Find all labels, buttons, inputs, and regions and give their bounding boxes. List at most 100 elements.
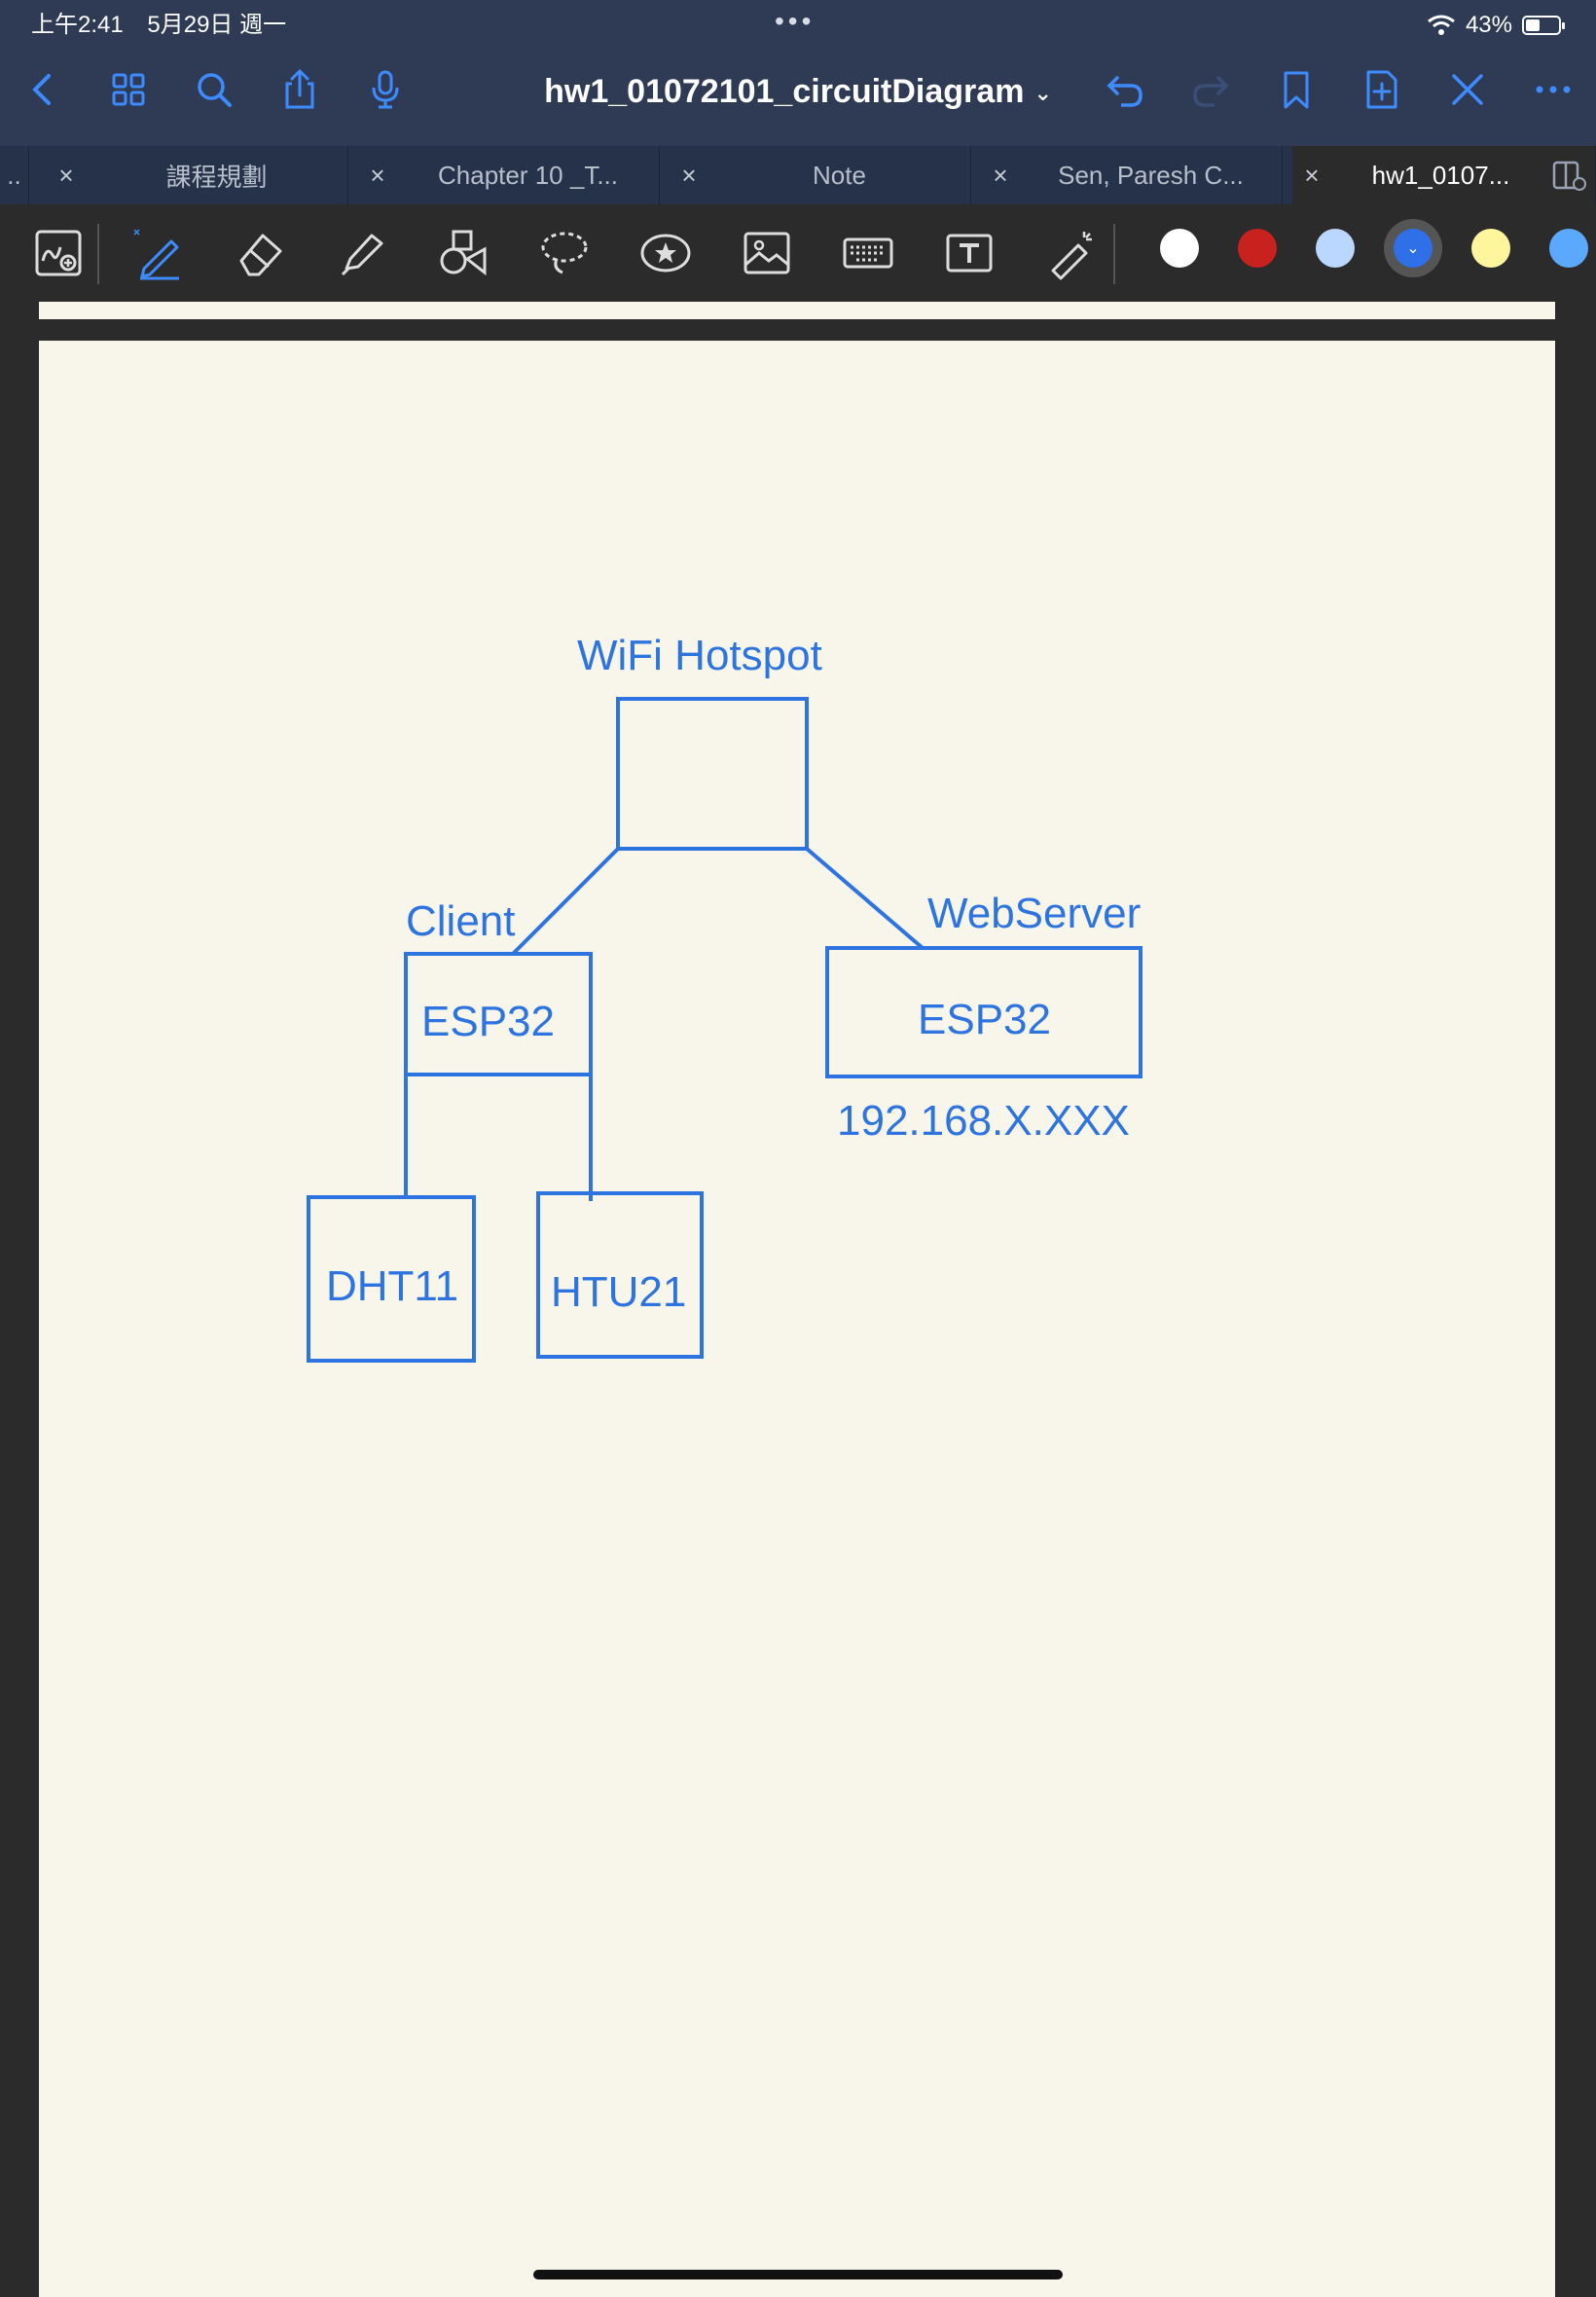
laser-pointer-icon	[1051, 232, 1092, 280]
image-icon	[744, 232, 790, 274]
tab-note[interactable]: × Note	[670, 146, 971, 204]
chevron-left-icon	[32, 74, 51, 105]
close-icon[interactable]: ×	[58, 160, 74, 190]
client-esp32-label: ESP32	[421, 998, 555, 1045]
hotspot-box	[616, 697, 809, 851]
color-swatch-yellow[interactable]	[1471, 229, 1510, 268]
highlighter-tool[interactable]	[331, 224, 393, 282]
circuit-diagram: WiFi Hotspot Client WebServer ESP32 ESP3…	[307, 632, 1143, 1363]
pen-cross-icon	[1452, 74, 1483, 105]
laser-pointer-tool[interactable]	[1039, 224, 1102, 282]
search-icon	[198, 73, 232, 107]
htu21-label: HTU21	[551, 1268, 686, 1316]
undo-button[interactable]	[1100, 64, 1150, 115]
eraser-icon	[239, 234, 282, 276]
pen-icon	[133, 229, 179, 280]
add-page-icon	[1366, 70, 1397, 109]
back-button[interactable]	[18, 64, 68, 115]
add-page-button[interactable]	[1357, 64, 1407, 115]
link-hotspot-server	[805, 847, 925, 950]
wifi-icon	[1428, 15, 1455, 35]
battery-percent: 43%	[1465, 12, 1512, 38]
lasso-tool[interactable]	[533, 224, 596, 282]
image-tool[interactable]	[736, 224, 798, 282]
tab-label: Chapter 10 _T...	[438, 160, 618, 190]
keyboard-tool[interactable]	[837, 224, 899, 282]
multitask-dots[interactable]: •••	[775, 6, 816, 36]
tab-overflow-label: ..	[7, 160, 21, 190]
battery-icon	[1522, 16, 1565, 35]
undo-icon	[1106, 76, 1143, 107]
tab-label: hw1_0107...	[1371, 160, 1510, 190]
share-icon	[285, 68, 314, 109]
tab-label: 課程規劃	[165, 162, 268, 192]
close-icon[interactable]: ×	[1304, 160, 1320, 190]
thumbnails-button[interactable]	[103, 64, 154, 115]
redo-button[interactable]	[1185, 64, 1236, 115]
htu21-box	[536, 1191, 704, 1359]
tab-bar: .. × 課程規劃 × Chapter 10 _T... × Note × Se…	[0, 146, 1596, 204]
tab-hw1[interactable]: × hw1_0107...	[1292, 146, 1596, 204]
more-button[interactable]	[1528, 64, 1578, 115]
elements-tool[interactable]	[635, 224, 697, 282]
eraser-tool[interactable]	[230, 224, 292, 282]
share-button[interactable]	[274, 64, 325, 115]
color-swatch-red[interactable]	[1238, 229, 1277, 268]
shapes-icon	[440, 230, 487, 276]
microphone-icon	[372, 70, 399, 109]
tab-sen-paresh[interactable]: × Sen, Paresh C...	[981, 146, 1283, 204]
color-swatch-light-blue[interactable]	[1316, 229, 1355, 268]
text-box-icon	[946, 234, 993, 273]
server-esp32-label: ESP32	[918, 996, 1051, 1043]
dht11-label: DHT11	[326, 1262, 458, 1310]
server-box	[825, 946, 1143, 1078]
tools-toggle-button[interactable]	[1442, 64, 1493, 115]
client-label: Client	[406, 897, 516, 945]
home-indicator[interactable]	[533, 2270, 1063, 2279]
redo-icon	[1193, 76, 1229, 107]
zoom-writing-icon	[35, 230, 82, 276]
tab-overflow[interactable]: ..	[0, 146, 29, 204]
battery-fill	[1526, 19, 1540, 31]
color-swatch-selected[interactable]: ⌄	[1384, 219, 1442, 277]
tab-label: Note	[813, 160, 866, 190]
top-bar: 上午2:41 5月29日 週一 ••• 43% hw1_01072101_cir…	[0, 0, 1596, 146]
chevron-down-icon: ⌄	[1034, 81, 1052, 106]
annotation-toolbar	[0, 204, 1596, 302]
lasso-icon	[541, 232, 588, 274]
hotspot-label: WiFi Hotspot	[577, 632, 822, 679]
tab-course-plan[interactable]: × 課程規劃	[47, 146, 348, 204]
webserver-label: WebServer	[927, 890, 1141, 937]
color-swatch-sky-blue[interactable]	[1549, 229, 1588, 268]
status-date: 5月29日 週一	[147, 12, 287, 38]
document-title-text: hw1_01072101_circuitDiagram	[544, 73, 1025, 110]
pen-tool[interactable]	[127, 224, 189, 282]
close-icon[interactable]: ×	[370, 160, 385, 190]
previous-page-edge	[39, 302, 1555, 319]
link-hotspot-client	[511, 847, 620, 956]
keyboard-icon	[843, 237, 893, 269]
close-icon[interactable]: ×	[681, 160, 697, 190]
star-sticker-icon	[640, 234, 691, 273]
shapes-tool[interactable]	[432, 224, 494, 282]
color-swatch-white[interactable]	[1160, 229, 1199, 268]
document-title[interactable]: hw1_01072101_circuitDiagram ⌄	[526, 70, 1070, 115]
client-box	[404, 952, 593, 1076]
chevron-down-icon: ⌄	[1394, 229, 1433, 268]
tab-chapter-10[interactable]: × Chapter 10 _T...	[358, 146, 660, 204]
note-page[interactable]: WiFi Hotspot Client WebServer ESP32 ESP3…	[39, 341, 1555, 2297]
grid-icon	[112, 73, 145, 106]
toolbar-divider	[1113, 224, 1115, 284]
bookmark-icon	[1284, 71, 1309, 109]
status-time: 上午2:41	[31, 12, 124, 38]
more-icon	[1536, 86, 1571, 93]
close-icon[interactable]: ×	[993, 160, 1008, 190]
split-view-icon[interactable]	[1550, 159, 1589, 192]
microphone-button[interactable]	[360, 64, 411, 115]
zoom-writing-tool[interactable]	[27, 224, 90, 282]
search-button[interactable]	[189, 64, 239, 115]
server-ip-label: 192.168.X.XXX	[837, 1097, 1130, 1145]
text-tool[interactable]	[938, 224, 1000, 282]
toolbar-divider	[97, 224, 99, 284]
bookmark-button[interactable]	[1271, 64, 1322, 115]
